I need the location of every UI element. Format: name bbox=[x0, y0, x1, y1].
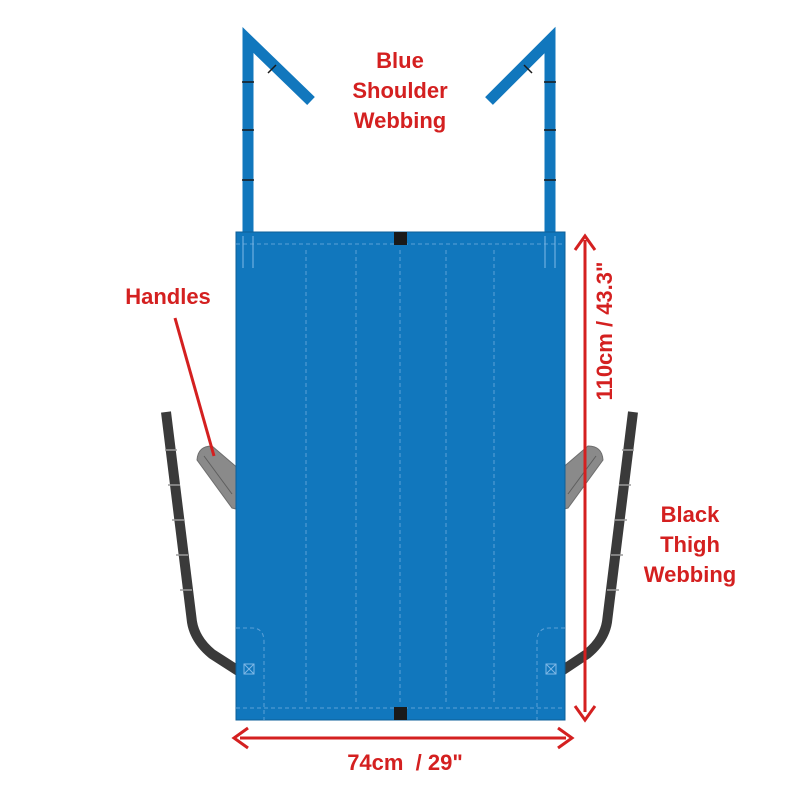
left-handle bbox=[196, 445, 241, 511]
width-dimension-label: 74cm / 29" bbox=[347, 750, 463, 775]
blue-shoulder-webbing bbox=[242, 26, 556, 232]
annotations bbox=[173, 233, 597, 750]
top-center-tab bbox=[394, 232, 407, 245]
left-shoulder-strap bbox=[242, 27, 315, 232]
blue-shoulder-webbing-label: Blue Shoulder Webbing bbox=[330, 46, 470, 136]
thigh-label-line-1: Black bbox=[660, 502, 720, 527]
height-dimension-label: 110cm / 43.3" bbox=[592, 261, 617, 401]
thigh-label-line-2: Thigh bbox=[660, 532, 720, 557]
width-arrow-left bbox=[231, 726, 249, 750]
shoulder-label-line-2: Shoulder bbox=[352, 78, 448, 103]
shoulder-label-line-1: Blue bbox=[376, 48, 424, 73]
height-arrow-top bbox=[573, 233, 597, 251]
handles-label: Handles bbox=[125, 284, 211, 309]
width-arrow-right bbox=[557, 726, 575, 750]
black-thigh-webbing-label: Black Thigh Webbing bbox=[628, 500, 752, 590]
handles-pointer-line bbox=[173, 317, 216, 457]
thigh-label-line-3: Webbing bbox=[643, 562, 737, 587]
left-thigh-strap bbox=[161, 411, 243, 677]
right-handle bbox=[559, 445, 604, 511]
black-thigh-webbing bbox=[161, 411, 638, 677]
handles bbox=[196, 445, 604, 511]
bottom-center-tab bbox=[394, 707, 407, 720]
height-arrow-bottom bbox=[573, 705, 597, 723]
right-shoulder-strap bbox=[485, 26, 556, 232]
shoulder-strap-loop-marks bbox=[242, 64, 556, 181]
right-thigh-strap bbox=[557, 411, 638, 677]
thigh-strap-loop-marks bbox=[165, 449, 634, 591]
strap-attachment-marks bbox=[242, 236, 557, 675]
shoulder-label-line-3: Webbing bbox=[353, 108, 447, 133]
